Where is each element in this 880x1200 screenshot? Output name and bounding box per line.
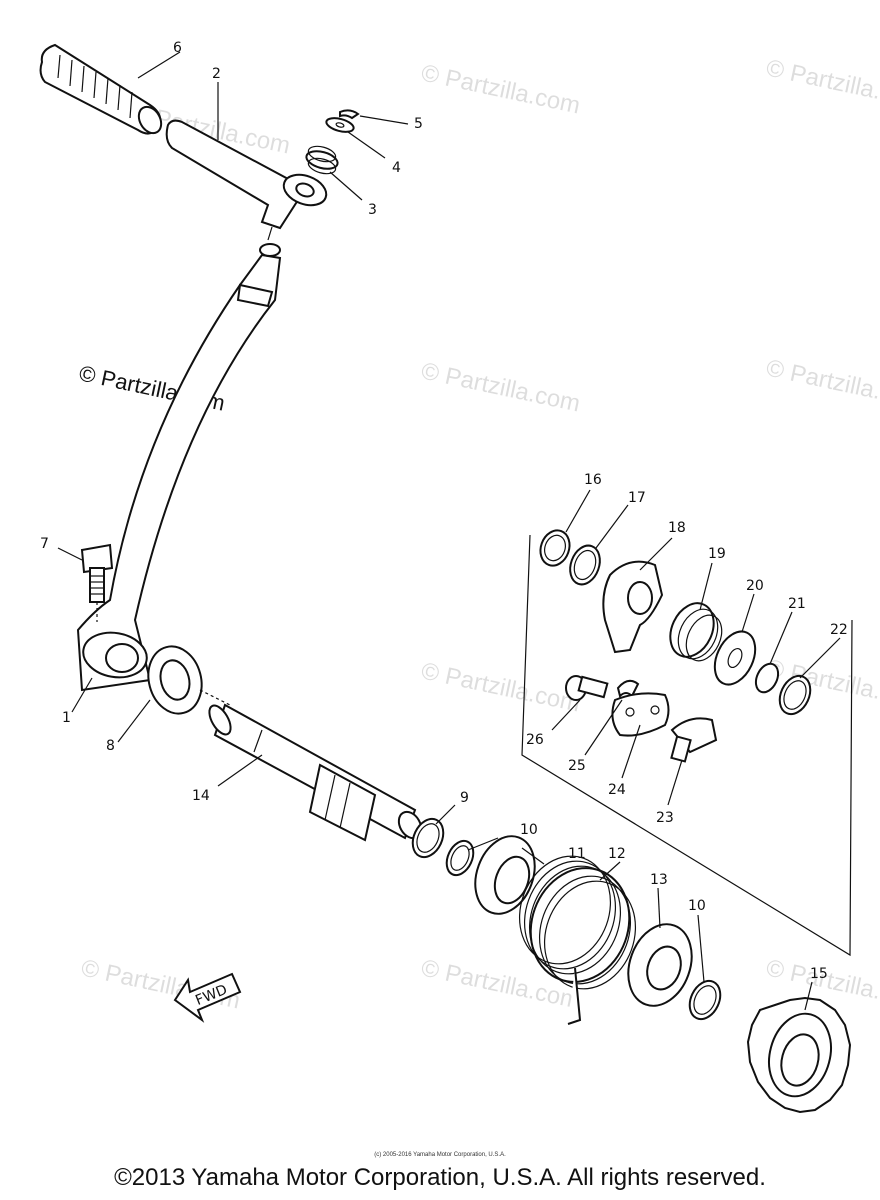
callout-8: 8 — [106, 738, 115, 754]
callouts: 6 2 5 4 3 7 1 8 14 9 10 11 12 13 10 15 1… — [40, 40, 848, 982]
callout-21: 21 — [788, 596, 806, 612]
part-16-circlip — [539, 529, 571, 567]
part-20-washer — [713, 630, 757, 686]
copyright-notice: ©2013 Yamaha Motor Corporation, U.S.A. A… — [114, 1164, 766, 1191]
callout-20: 20 — [746, 578, 764, 594]
part-17-washer — [569, 544, 601, 586]
callout-3: 3 — [368, 202, 377, 218]
part-13-spring-cover — [627, 923, 693, 1007]
callout-15: 15 — [810, 966, 828, 982]
watermark: © Partzilla.com — [419, 357, 583, 417]
part-3-spring — [305, 145, 339, 175]
part-24-guide-plate — [611, 692, 670, 737]
small-copyright: (c) 2005-2016 Yamaha Motor Corporation, … — [374, 1152, 506, 1158]
watermark: © Partzilla.com — [419, 657, 583, 717]
part-21-circlip — [754, 662, 780, 694]
callout-22: 22 — [830, 622, 848, 638]
part-11-spring-guide — [474, 835, 536, 915]
callout-6: 6 — [173, 40, 182, 56]
part-22-washer — [778, 674, 812, 716]
fwd-arrow: FWD — [173, 972, 242, 1023]
part-7-bolt — [80, 543, 114, 622]
part-19-spring — [669, 602, 723, 662]
part-1-kick-lever — [76, 243, 282, 692]
callout-16: 16 — [584, 472, 602, 488]
part-4-washer — [325, 117, 355, 133]
part-10-circlip-b — [688, 979, 722, 1021]
callout-1: 1 — [62, 710, 71, 726]
callout-12: 12 — [608, 846, 626, 862]
part-18-ratchet-wheel — [602, 560, 664, 654]
callout-4: 4 — [392, 160, 401, 176]
callout-10b: 10 — [688, 898, 706, 914]
callout-19: 19 — [708, 546, 726, 562]
part-2-kick-crank — [165, 119, 328, 241]
part-12-torsion-spring — [518, 855, 637, 1025]
part-9-washer — [411, 817, 445, 859]
part-8-oil-seal — [147, 645, 231, 715]
part-6-grip — [39, 43, 163, 135]
callout-7: 7 — [40, 536, 49, 552]
part-26-bolt — [565, 675, 609, 701]
callout-18: 18 — [668, 520, 686, 536]
callout-9: 9 — [460, 790, 469, 806]
callout-17: 17 — [628, 490, 646, 506]
callout-10a: 10 — [520, 822, 538, 838]
watermark: © Partzilla.com — [764, 354, 880, 414]
callout-25: 25 — [568, 758, 586, 774]
part-23-stopper — [670, 717, 718, 763]
callout-5: 5 — [414, 116, 423, 132]
watermark: © Partzilla.com — [764, 54, 880, 114]
callout-26: 26 — [526, 732, 544, 748]
part-14-kick-shaft — [208, 703, 423, 842]
callout-14: 14 — [192, 788, 210, 804]
watermark: © Partzilla.com — [419, 59, 583, 119]
callout-13: 13 — [650, 872, 668, 888]
callout-24: 24 — [608, 782, 626, 798]
callout-23: 23 — [656, 810, 674, 826]
part-15-kick-gear — [746, 996, 852, 1114]
callout-2: 2 — [212, 66, 221, 82]
callout-11: 11 — [568, 846, 586, 862]
part-5-clip — [339, 109, 360, 120]
part-10-circlip-a — [445, 839, 475, 877]
ratchet-group — [521, 529, 853, 957]
leader-lines — [57, 51, 841, 1011]
